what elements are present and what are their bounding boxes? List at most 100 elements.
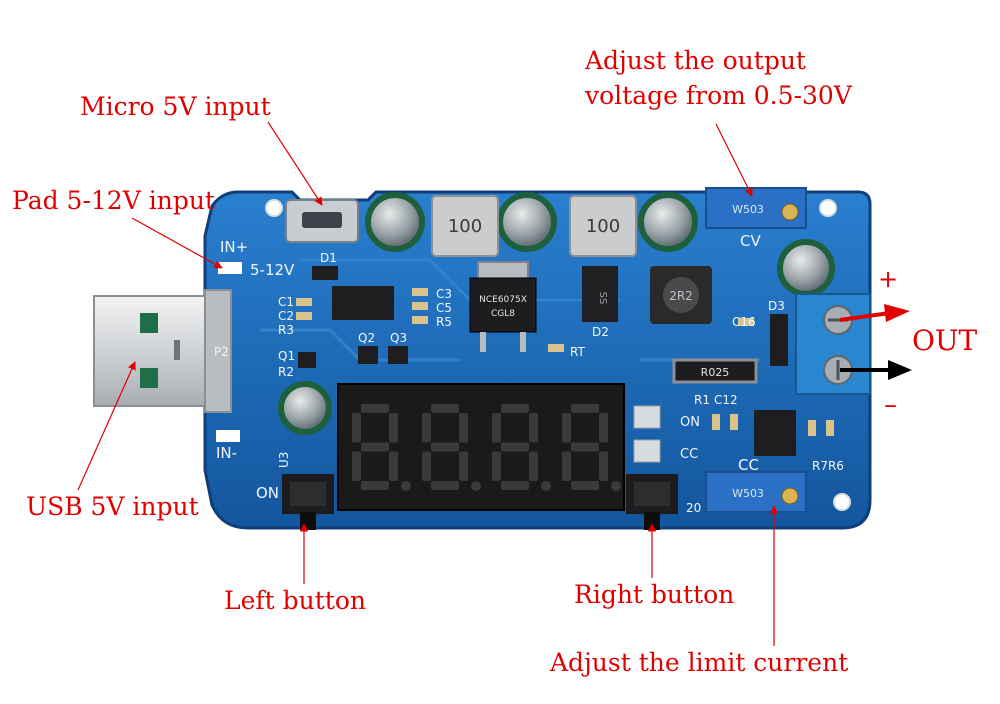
shunt-resistor: R025 [672,358,758,384]
diode-d2: SS [582,266,618,322]
display-segment [431,404,459,413]
display-digit [422,404,481,491]
mosfet-sublabel: CGL8 [491,309,515,319]
pot-top-label: W503 [732,203,764,216]
transistor-q1 [298,352,316,368]
left-button[interactable] [282,474,334,530]
inductor-1-label: 100 [448,216,482,237]
callout-usb-input: USB 5V input [26,492,199,521]
display-segment [501,442,529,452]
voltage-potentiometer[interactable]: W503 [705,187,807,229]
silk-c5: C5 [436,301,452,315]
display-segment [599,451,608,481]
out-positive-arrow [839,311,891,322]
leader-usb [77,361,136,491]
callout-right-button: Right button [574,580,735,609]
ic-u2 [754,410,796,456]
leader-voltage [715,123,753,197]
callout-adjust-output-line2: voltage from 0.5-30V [585,81,852,110]
silk-u3: U3 [277,452,291,468]
inductor-2: 100 [569,195,637,257]
display-digit [492,404,551,491]
transistor-q2 [358,346,378,364]
silk-on: ON [256,484,279,502]
silk-cc-led: CC [680,447,698,462]
inductor-small: 2R2 [650,266,712,324]
display-segment [492,451,501,481]
led-on [633,405,661,429]
display-segment [459,413,468,443]
display-segment [361,481,389,490]
silk-5-12v: 5-12V [250,261,295,279]
silk-d3: D3 [768,299,785,313]
capacitor-1 [365,192,425,252]
silk-in-minus: IN- [216,444,237,462]
callout-minus: – [884,390,897,420]
silk-c3: C3 [436,287,452,301]
micro-usb-port [285,199,359,243]
ic-u1 [332,286,394,320]
callout-pad-input: Pad 5-12V input [12,186,215,215]
display-segment [431,442,459,452]
resistor-label: R025 [701,366,730,379]
silk-p2: P2 [214,345,229,359]
led-cc [633,439,661,463]
display-segment [599,413,608,443]
leader-micro [267,121,323,206]
display-segment [422,451,431,481]
silk-d1: D1 [320,251,337,265]
pad-in-plus [218,262,242,274]
transistor-q3 [388,346,408,364]
silk-20: 20 [686,501,701,515]
callout-adjust-output-line1: Adjust the output [585,46,806,75]
display-segment [571,481,599,490]
callout-out: OUT [912,324,978,357]
silk-cc: CC [738,456,759,474]
display-segment [352,413,361,443]
silk-q1: Q1 [278,349,295,363]
display-segment [459,451,468,481]
mosfet-label: NCE6075X [479,295,527,305]
display-segment [529,413,538,443]
display-segment [361,404,389,413]
silk-r7r6: R7R6 [812,459,844,473]
diode-d3 [770,314,788,366]
display-segment [501,404,529,413]
silk-q2: Q2 [358,331,375,345]
silk-on-led: ON [680,415,700,430]
silk-r5: R5 [436,315,452,329]
leader-pad [131,217,223,269]
display-digits [352,404,621,491]
display-segment [422,413,431,443]
silk-q3: Q3 [390,331,407,345]
display-segment [352,451,361,481]
display-segment [492,413,501,443]
pot-bottom-label: W503 [732,487,764,500]
small-inductor-label: 2R2 [669,289,693,303]
silk-r3: R3 [278,323,294,337]
silk-in-plus: IN+ [220,238,248,256]
pad-in-minus [216,430,240,442]
silk-r1: R1 [694,393,710,407]
smd-passives [296,288,834,436]
capacitor-5 [278,381,332,435]
silk-d2: D2 [592,325,609,339]
display-segment [571,404,599,413]
leader-lines [77,121,779,646]
usb-connector [93,289,232,413]
display-segment [431,481,459,490]
display-segment [571,442,599,452]
display-segment [389,413,398,443]
display-segment [501,481,529,490]
silk-c12: C12 [714,393,738,407]
silk-cv: CV [740,232,761,250]
display-decimal-point [471,481,481,491]
current-potentiometer[interactable]: W503 [705,471,807,513]
display-digit [352,404,411,491]
inductor-2-label: 100 [586,216,620,237]
silk-c2: C2 [278,309,294,323]
display-segment [529,451,538,481]
callout-left-button: Left button [224,586,366,615]
capacitor-2 [497,192,557,252]
output-terminal-block [795,293,871,395]
